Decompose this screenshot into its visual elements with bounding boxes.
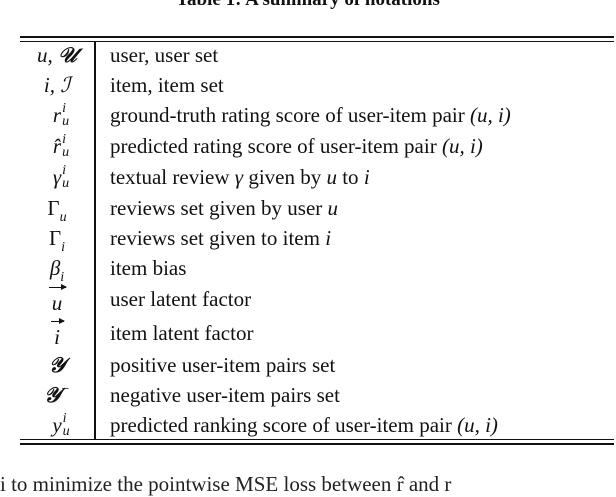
table-row: Γi reviews set given to item i [20, 223, 614, 255]
table-row: u user latent factor [20, 284, 614, 315]
symbol-item-latent: i [20, 318, 94, 352]
table-bottom-rule [20, 443, 614, 445]
table-row: 𝒴 positive user-item pairs set [20, 350, 614, 380]
description-predicted-rating: predicted rating score of user-item pair… [110, 134, 483, 158]
description-positive-pairs: positive user-item pairs set [110, 353, 336, 377]
description-user-latent: user latent factor [110, 287, 252, 311]
description-ranking-score: predicted ranking score of user-item pai… [110, 413, 498, 437]
table-row: i item latent factor [20, 318, 614, 349]
table-row: u, 𝒰 user, user set [20, 40, 614, 70]
table-column-divider [94, 42, 96, 439]
description-item: item, item set [110, 73, 224, 97]
symbol-positive-pairs: 𝒴 [48, 352, 66, 377]
description-user-reviews: reviews set given by user u [110, 196, 339, 220]
description-item-bias: item bias [110, 256, 187, 280]
table-row: βi item bias [20, 253, 614, 285]
description-rating: ground-truth rating score of user-item p… [110, 103, 511, 127]
symbol-item: i, ℐ [43, 73, 71, 97]
description-item-reviews: reviews set given to item i [110, 226, 332, 250]
symbol-user-latent: u [20, 284, 94, 318]
table-row: i, ℐ item, item set [20, 70, 614, 100]
body-text-fragment: i to minimize the pointwise MSE loss bet… [0, 472, 452, 496]
symbol-item-reviews: Γi [48, 226, 66, 255]
description-negative-pairs: negative user-item pairs set [110, 383, 340, 407]
table-top-rule-inner [20, 41, 614, 42]
table-caption: Table 1: A summary of notations [0, 0, 616, 11]
table-row: Γu reviews set given by user u [20, 193, 614, 225]
symbol-item-bias: βi [49, 256, 65, 285]
symbol-user: u, 𝒰 [37, 42, 77, 67]
description-review: textual review γ given by u to i [110, 165, 370, 189]
symbol-user-reviews: Γu [47, 196, 67, 225]
description-item-latent: item latent factor [110, 321, 254, 345]
table-row: 𝒴− negative user-item pairs set [20, 380, 614, 410]
table-bottom-rule-inner [20, 439, 614, 440]
description-user: user, user set [110, 43, 219, 67]
symbol-negative-pairs: 𝒴− [44, 382, 70, 407]
table-top-rule [20, 36, 614, 38]
